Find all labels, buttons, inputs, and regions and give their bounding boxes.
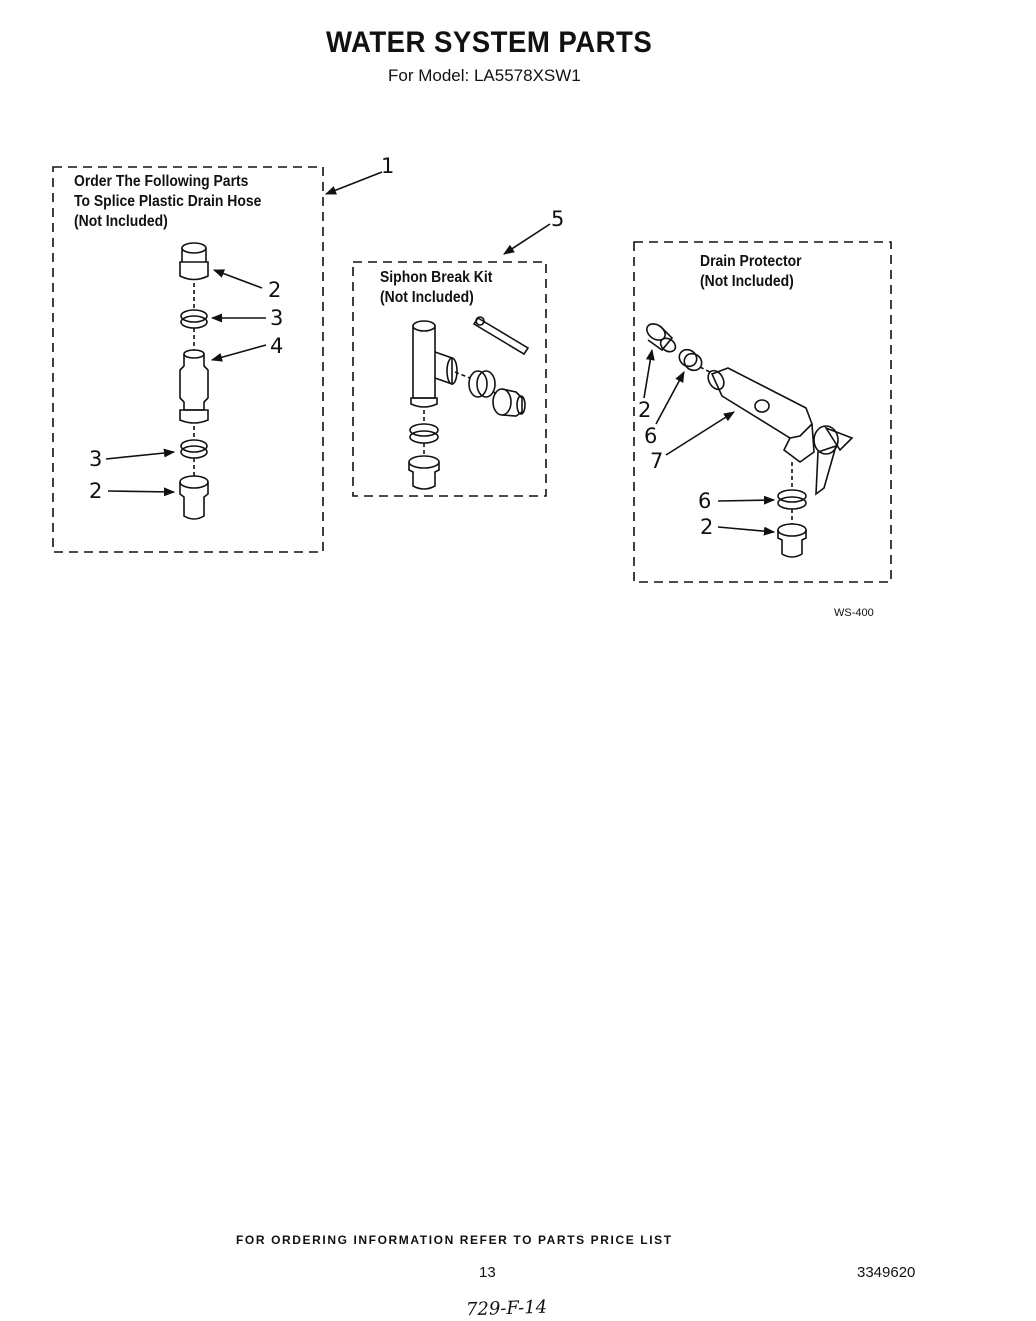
siphon-kit-box: [352, 261, 547, 497]
siphon-clip-part: [472, 316, 530, 356]
siphon-adapter-part: [492, 388, 526, 417]
drain-protector-title: Drain Protector (Not Included): [700, 253, 802, 290]
drain-bottom-ring-part: [777, 489, 807, 510]
callout-drain-left-adapter: 2: [638, 398, 652, 422]
callout-splice-top-ring: 3: [270, 306, 284, 330]
callout-splice-kit: 1: [381, 154, 395, 178]
splice-coupler-part: [179, 349, 209, 424]
page-number: 13: [479, 1264, 496, 1281]
siphon-kit-title: Siphon Break Kit (Not Included): [380, 269, 493, 306]
callout-drain-bottom-adapter: 2: [700, 515, 714, 539]
splice-bottom-adapter-part: [179, 475, 209, 520]
drain-kit-box: [633, 241, 892, 583]
splice-bottom-ring-part: [180, 439, 208, 459]
siphon-bottom-ring-part: [409, 423, 439, 444]
document-number: 3349620: [857, 1264, 916, 1281]
handwritten-note: 729-F-14: [465, 1296, 548, 1321]
callout-siphon-kit: 5: [551, 207, 565, 231]
model-line: For Model: LA5578XSW1: [388, 66, 581, 85]
drain-left-ring-part: [678, 348, 703, 372]
drain-left-adapter-part: [646, 323, 677, 353]
siphon-ring-part: [468, 370, 496, 398]
callout-splice-coupler: 4: [270, 334, 284, 358]
callout-splice-bottom-adapter: 2: [89, 479, 103, 503]
drain-bottom-adapter-part: [777, 523, 807, 558]
callout-splice-bottom-ring: 3: [89, 447, 103, 471]
splice-kit-box: [52, 166, 324, 553]
splice-kit-title: Order The Following Parts To Splice Plas…: [74, 173, 262, 230]
callout-drain-bottom-ring: 6: [698, 489, 712, 513]
figure-code: WS-400: [834, 607, 874, 619]
callout-drain-body: 7: [650, 449, 664, 473]
drain-body-part: [707, 367, 854, 496]
siphon-tee-part: [410, 320, 458, 408]
siphon-bottom-adapter-part: [408, 455, 440, 490]
callout-splice-top-adapter: 2: [268, 278, 282, 302]
ordering-note: FOR ORDERING INFORMATION REFER TO PARTS …: [236, 1233, 673, 1247]
callout-drain-left-ring: 6: [644, 424, 658, 448]
splice-top-ring-part: [180, 309, 208, 329]
page-title: WATER SYSTEM PARTS: [326, 26, 653, 59]
splice-top-adapter-part: [179, 242, 209, 281]
